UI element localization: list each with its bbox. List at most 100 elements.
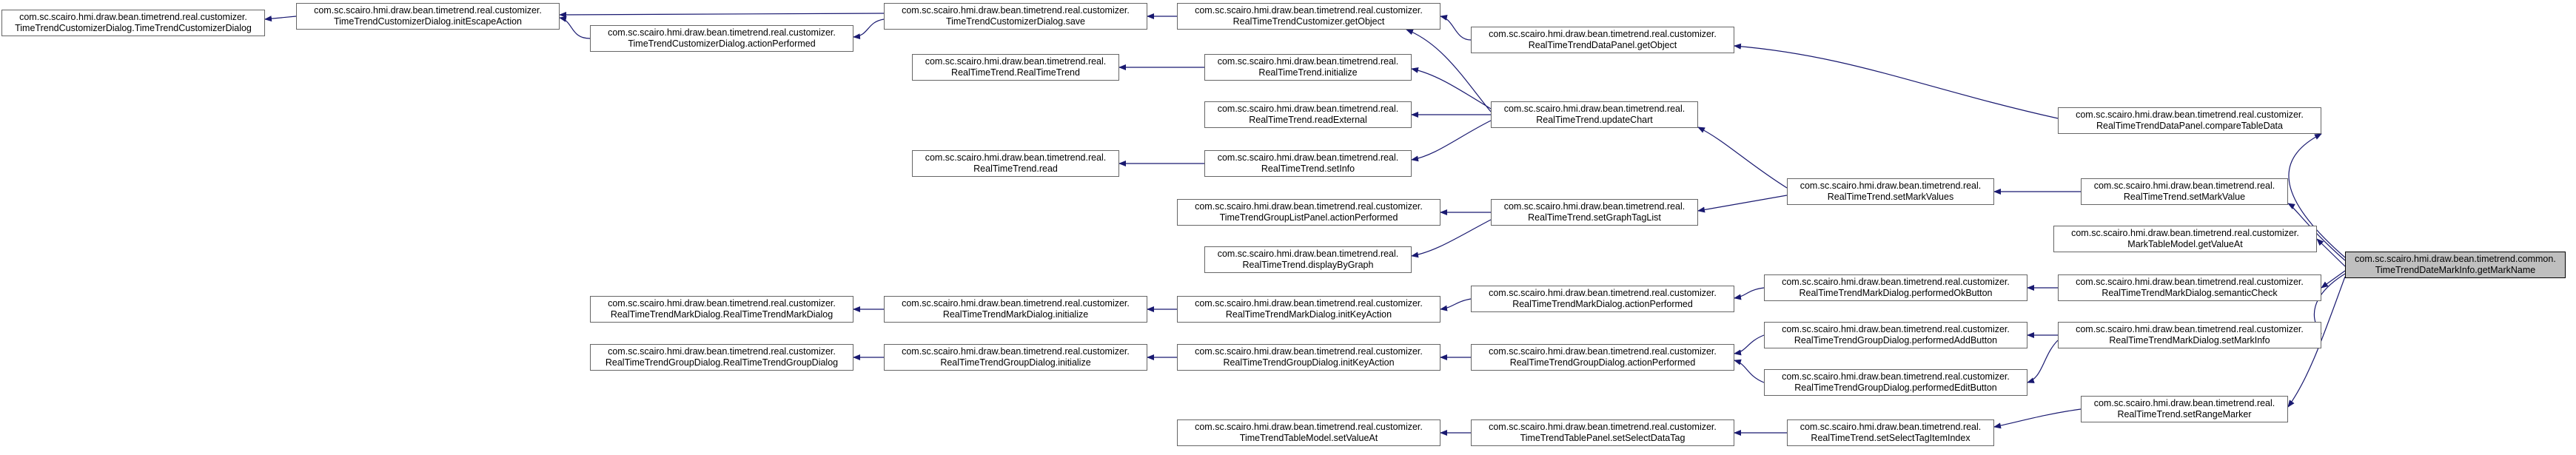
call-edge-24 (2287, 276, 2346, 408)
call-edge-3 (559, 11, 885, 18)
node-method: RealTimeTrend.updateChart (1536, 115, 1653, 125)
node-realtimetrendmarkdialog-setmarkinfo[interactable]: com.sc.scairo.hmi.draw.bean.timetrend.re… (2058, 322, 2321, 348)
node-method: RealTimeTrendGroupDialog.initKeyAction (1223, 357, 1395, 368)
node-package: com.sc.scairo.hmi.draw.bean.timetrend.re… (1799, 422, 1982, 432)
node-package: com.sc.scairo.hmi.draw.bean.timetrend.re… (1217, 152, 1399, 163)
node-method: TimeTrendCustomizerDialog.TimeTrendCusto… (15, 23, 252, 33)
node-method: RealTimeTrend.readExternal (1249, 115, 1367, 125)
call-edge-33 (1734, 359, 1765, 383)
node-package: com.sc.scairo.hmi.draw.bean.timetrend.re… (902, 346, 1130, 357)
node-realtimetrendmarkdialog-performedokbutton[interactable]: com.sc.scairo.hmi.draw.bean.timetrend.re… (1764, 274, 2027, 301)
node-package: com.sc.scairo.hmi.draw.bean.timetrend.re… (1782, 277, 2010, 287)
node-realtimetrenddatapanel-getobject[interactable]: com.sc.scairo.hmi.draw.bean.timetrend.re… (1471, 27, 1734, 53)
node-realtimetrendgroupdialog-initialize[interactable]: com.sc.scairo.hmi.draw.bean.timetrend.re… (884, 344, 1147, 371)
node-package: com.sc.scairo.hmi.draw.bean.timetrend.re… (1217, 249, 1399, 259)
node-timetrendcustomizerdialog-initescapeaction[interactable]: com.sc.scairo.hmi.draw.bean.timetrend.re… (296, 3, 560, 30)
node-realtimetrend-readexternal[interactable]: com.sc.scairo.hmi.draw.bean.timetrend.re… (1204, 101, 1412, 128)
node-package: com.sc.scairo.hmi.draw.bean.timetrend.re… (2076, 277, 2304, 287)
node-method: RealTimeTrend.displayByGraph (1242, 260, 1374, 270)
node-method: RealTimeTrend.setMarkValue (2123, 192, 2246, 202)
node-timetrendgrouplistpanel-actionperformed[interactable]: com.sc.scairo.hmi.draw.bean.timetrend.re… (1177, 199, 1440, 226)
call-edge-2 (559, 16, 591, 39)
node-package: com.sc.scairo.hmi.draw.bean.timetrend.re… (1195, 422, 1423, 432)
node-marktablemodel-getvalueat[interactable]: com.sc.scairo.hmi.draw.bean.timetrend.re… (2053, 226, 2317, 252)
node-realtimetrendmarkdialog-initkeyaction[interactable]: com.sc.scairo.hmi.draw.bean.timetrend.re… (1177, 296, 1440, 323)
node-package: com.sc.scairo.hmi.draw.bean.timetrend.re… (1782, 371, 2010, 382)
node-realtimetrendmarkdialog-semanticcheck[interactable]: com.sc.scairo.hmi.draw.bean.timetrend.re… (2058, 274, 2321, 301)
node-package: com.sc.scairo.hmi.draw.bean.timetrend.re… (1503, 104, 1686, 114)
node-package: com.sc.scairo.hmi.draw.bean.timetrend.re… (902, 5, 1130, 16)
node-realtimetrend-setselecttagitemindex[interactable]: com.sc.scairo.hmi.draw.bean.timetrend.re… (1787, 419, 1994, 446)
node-realtimetrendmarkdialog-actionperformed[interactable]: com.sc.scairo.hmi.draw.bean.timetrend.re… (1471, 286, 1734, 312)
node-package: com.sc.scairo.hmi.draw.bean.timetrend.re… (2076, 324, 2304, 334)
node-realtimetrend-updatechart[interactable]: com.sc.scairo.hmi.draw.bean.timetrend.re… (1491, 101, 1698, 128)
node-package: com.sc.scairo.hmi.draw.bean.timetrend.re… (1799, 181, 1982, 191)
node-method: RealTimeTrend.RealTimeTrend (951, 67, 1080, 78)
node-package: com.sc.scairo.hmi.draw.bean.timetrend.co… (2355, 254, 2556, 264)
node-package: com.sc.scairo.hmi.draw.bean.timetrend.re… (19, 12, 247, 22)
node-package: com.sc.scairo.hmi.draw.bean.timetrend.re… (2093, 181, 2275, 191)
node-realtimetrend-constructor[interactable]: com.sc.scairo.hmi.draw.bean.timetrend.re… (912, 54, 1119, 81)
call-edge-19 (2288, 133, 2346, 258)
node-package: com.sc.scairo.hmi.draw.bean.timetrend.re… (925, 152, 1107, 163)
node-realtimetrendmarkdialog-initialize[interactable]: com.sc.scairo.hmi.draw.bean.timetrend.re… (884, 296, 1147, 323)
node-method: MarkTableModel.getValueAt (2127, 239, 2243, 249)
call-edge-37 (1993, 408, 2082, 429)
node-method: TimeTrendTableModel.setValueAt (1239, 433, 1378, 443)
node-timetrendcustomizerdialog-constructor[interactable]: com.sc.scairo.hmi.draw.bean.timetrend.re… (1, 10, 265, 36)
node-method: TimeTrendCustomizerDialog.save (945, 16, 1086, 27)
node-package: com.sc.scairo.hmi.draw.bean.timetrend.re… (1195, 5, 1423, 16)
call-edge-14 (1697, 127, 1788, 189)
node-realtimetrend-read[interactable]: com.sc.scairo.hmi.draw.bean.timetrend.re… (912, 150, 1119, 177)
call-edge-32 (1734, 334, 1765, 356)
node-package: com.sc.scairo.hmi.draw.bean.timetrend.re… (2093, 398, 2275, 408)
node-timetrendcustomizerdialog-save[interactable]: com.sc.scairo.hmi.draw.bean.timetrend.re… (884, 3, 1147, 30)
node-method: RealTimeTrendGroupDialog.performedAddBut… (1794, 335, 1998, 346)
node-realtimetrend-initialize[interactable]: com.sc.scairo.hmi.draw.bean.timetrend.re… (1204, 54, 1412, 81)
node-realtimetrend-displaybygraph[interactable]: com.sc.scairo.hmi.draw.bean.timetrend.re… (1204, 246, 1412, 273)
node-package: com.sc.scairo.hmi.draw.bean.timetrend.re… (1489, 422, 1717, 432)
node-method: TimeTrendDateMarkInfo.getMarkName (2375, 265, 2536, 275)
node-realtimetrend-setgraphtaglist[interactable]: com.sc.scairo.hmi.draw.bean.timetrend.re… (1491, 199, 1698, 226)
node-package: com.sc.scairo.hmi.draw.bean.timetrend.re… (902, 298, 1130, 309)
node-package: com.sc.scairo.hmi.draw.bean.timetrend.re… (1782, 324, 2010, 334)
node-realtimetrend-setmarkvalues[interactable]: com.sc.scairo.hmi.draw.bean.timetrend.re… (1787, 178, 1994, 205)
node-package: com.sc.scairo.hmi.draw.bean.timetrend.re… (1489, 288, 1717, 298)
node-timetrendtablepanel-setselectdatatag[interactable]: com.sc.scairo.hmi.draw.bean.timetrend.re… (1471, 419, 1734, 446)
node-package: com.sc.scairo.hmi.draw.bean.timetrend.re… (1217, 56, 1399, 67)
node-package: com.sc.scairo.hmi.draw.bean.timetrend.re… (608, 27, 836, 38)
node-realtimetrendgroupdialog-initkeyaction[interactable]: com.sc.scairo.hmi.draw.bean.timetrend.re… (1177, 344, 1440, 371)
node-realtimetrendgroupdialog-performededitbutton[interactable]: com.sc.scairo.hmi.draw.bean.timetrend.re… (1764, 369, 2027, 396)
node-timetrendcustomizerdialog-actionperformed[interactable]: com.sc.scairo.hmi.draw.bean.timetrend.re… (590, 25, 853, 52)
node-realtimetrendmarkdialog-constructor[interactable]: com.sc.scairo.hmi.draw.bean.timetrend.re… (590, 296, 853, 323)
node-method: TimeTrendCustomizerDialog.initEscapeActi… (333, 16, 523, 27)
node-method: RealTimeTrendMarkDialog.initialize (942, 309, 1089, 320)
node-method: RealTimeTrend.setGraphTagList (1528, 212, 1661, 223)
node-package: com.sc.scairo.hmi.draw.bean.timetrend.re… (1195, 346, 1423, 357)
node-method: RealTimeTrendMarkDialog.setMarkInfo (2109, 335, 2270, 346)
node-realtimetrend-setinfo[interactable]: com.sc.scairo.hmi.draw.bean.timetrend.re… (1204, 150, 1412, 177)
node-method: RealTimeTrend.setMarkValues (1827, 192, 1954, 202)
node-package: com.sc.scairo.hmi.draw.bean.timetrend.re… (2071, 228, 2299, 238)
call-edge-4 (853, 18, 885, 40)
node-timetrenddatemarkinfo-getmarkname[interactable]: com.sc.scairo.hmi.draw.bean.timetrend.co… (2345, 252, 2566, 278)
node-timetrendtablemodel-setvalueat[interactable]: com.sc.scairo.hmi.draw.bean.timetrend.re… (1177, 419, 1440, 446)
node-method: RealTimeTrendGroupDialog.initialize (940, 357, 1091, 368)
node-realtimetrendcustomizer-getobject[interactable]: com.sc.scairo.hmi.draw.bean.timetrend.re… (1177, 3, 1440, 30)
node-method: RealTimeTrendGroupDialog.RealTimeTrendGr… (605, 357, 839, 368)
node-realtimetrendgroupdialog-performedaddbutton[interactable]: com.sc.scairo.hmi.draw.bean.timetrend.re… (1764, 322, 2027, 348)
node-package: com.sc.scairo.hmi.draw.bean.timetrend.re… (608, 346, 836, 357)
node-realtimetrendgroupdialog-constructor[interactable]: com.sc.scairo.hmi.draw.bean.timetrend.re… (590, 344, 853, 371)
node-realtimetrendgroupdialog-actionperformed[interactable]: com.sc.scairo.hmi.draw.bean.timetrend.re… (1471, 344, 1734, 371)
node-realtimetrend-setmarkvalue[interactable]: com.sc.scairo.hmi.draw.bean.timetrend.re… (2081, 178, 2288, 205)
call-edge-26 (1734, 287, 1765, 300)
node-package: com.sc.scairo.hmi.draw.bean.timetrend.re… (1195, 298, 1423, 309)
node-realtimetrenddatapanel-comparetabledata[interactable]: com.sc.scairo.hmi.draw.bean.timetrend.re… (2058, 107, 2321, 134)
call-edge-31 (2027, 340, 2059, 383)
node-realtimetrend-setrangemarker[interactable]: com.sc.scairo.hmi.draw.bean.timetrend.re… (2081, 396, 2288, 422)
node-method: RealTimeTrendMarkDialog.performedOkButto… (1799, 288, 1993, 298)
node-method: RealTimeTrendDataPanel.getObject (1528, 40, 1677, 50)
node-method: RealTimeTrend.read (973, 164, 1058, 174)
node-method: RealTimeTrendMarkDialog.actionPerformed (1512, 299, 1693, 309)
call-edge-22 (2321, 270, 2346, 289)
